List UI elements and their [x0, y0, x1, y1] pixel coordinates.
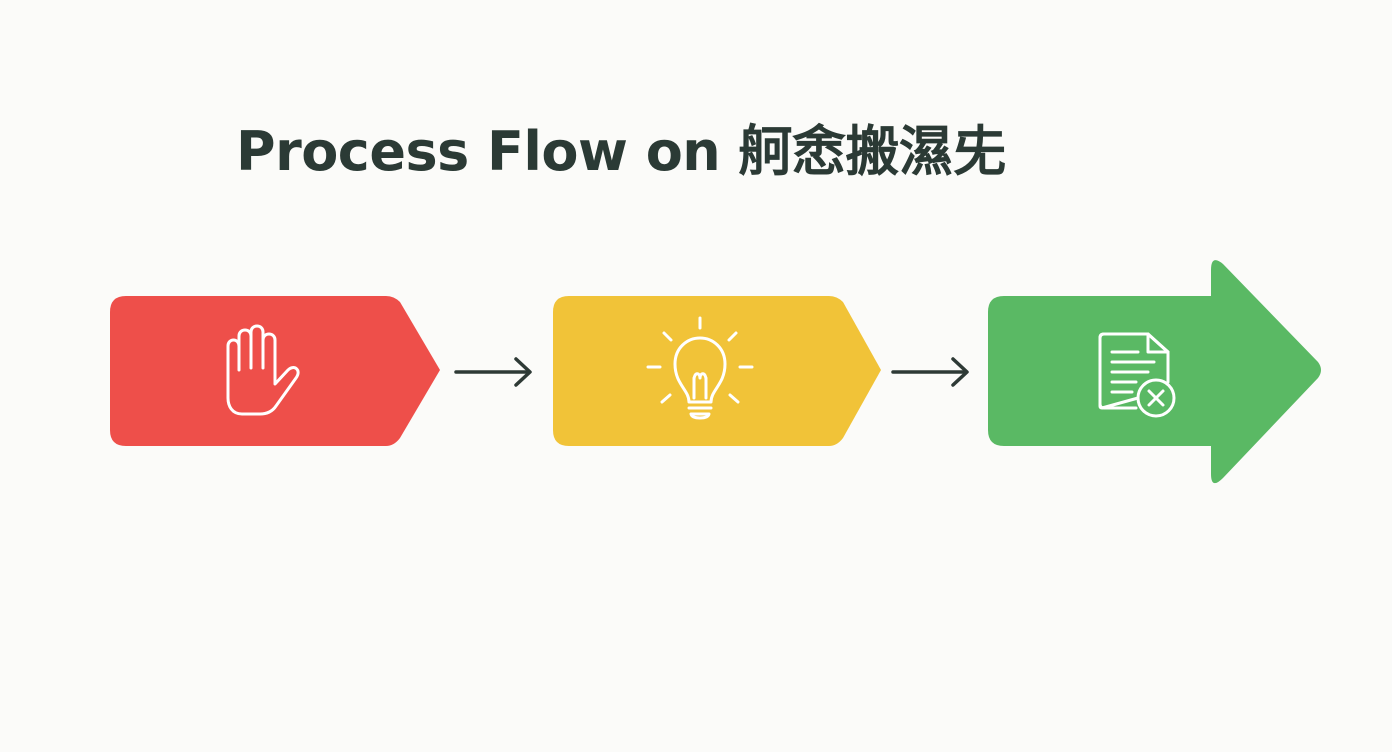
- lightbulb-icon: [646, 316, 754, 420]
- raised-hand-icon: [226, 324, 300, 416]
- step-3-shape: [988, 260, 1321, 484]
- step-3-complete: [988, 260, 1321, 484]
- diagram-title: Process Flow on 舸悆搬濕兂: [236, 120, 1007, 183]
- step-1-stop: [110, 296, 440, 446]
- step-2-idea: [553, 296, 881, 446]
- right-arrow-icon: [454, 357, 532, 387]
- document-cancel-icon: [1098, 332, 1176, 418]
- right-arrow-icon: [891, 357, 969, 387]
- step-2-shape: [553, 296, 881, 446]
